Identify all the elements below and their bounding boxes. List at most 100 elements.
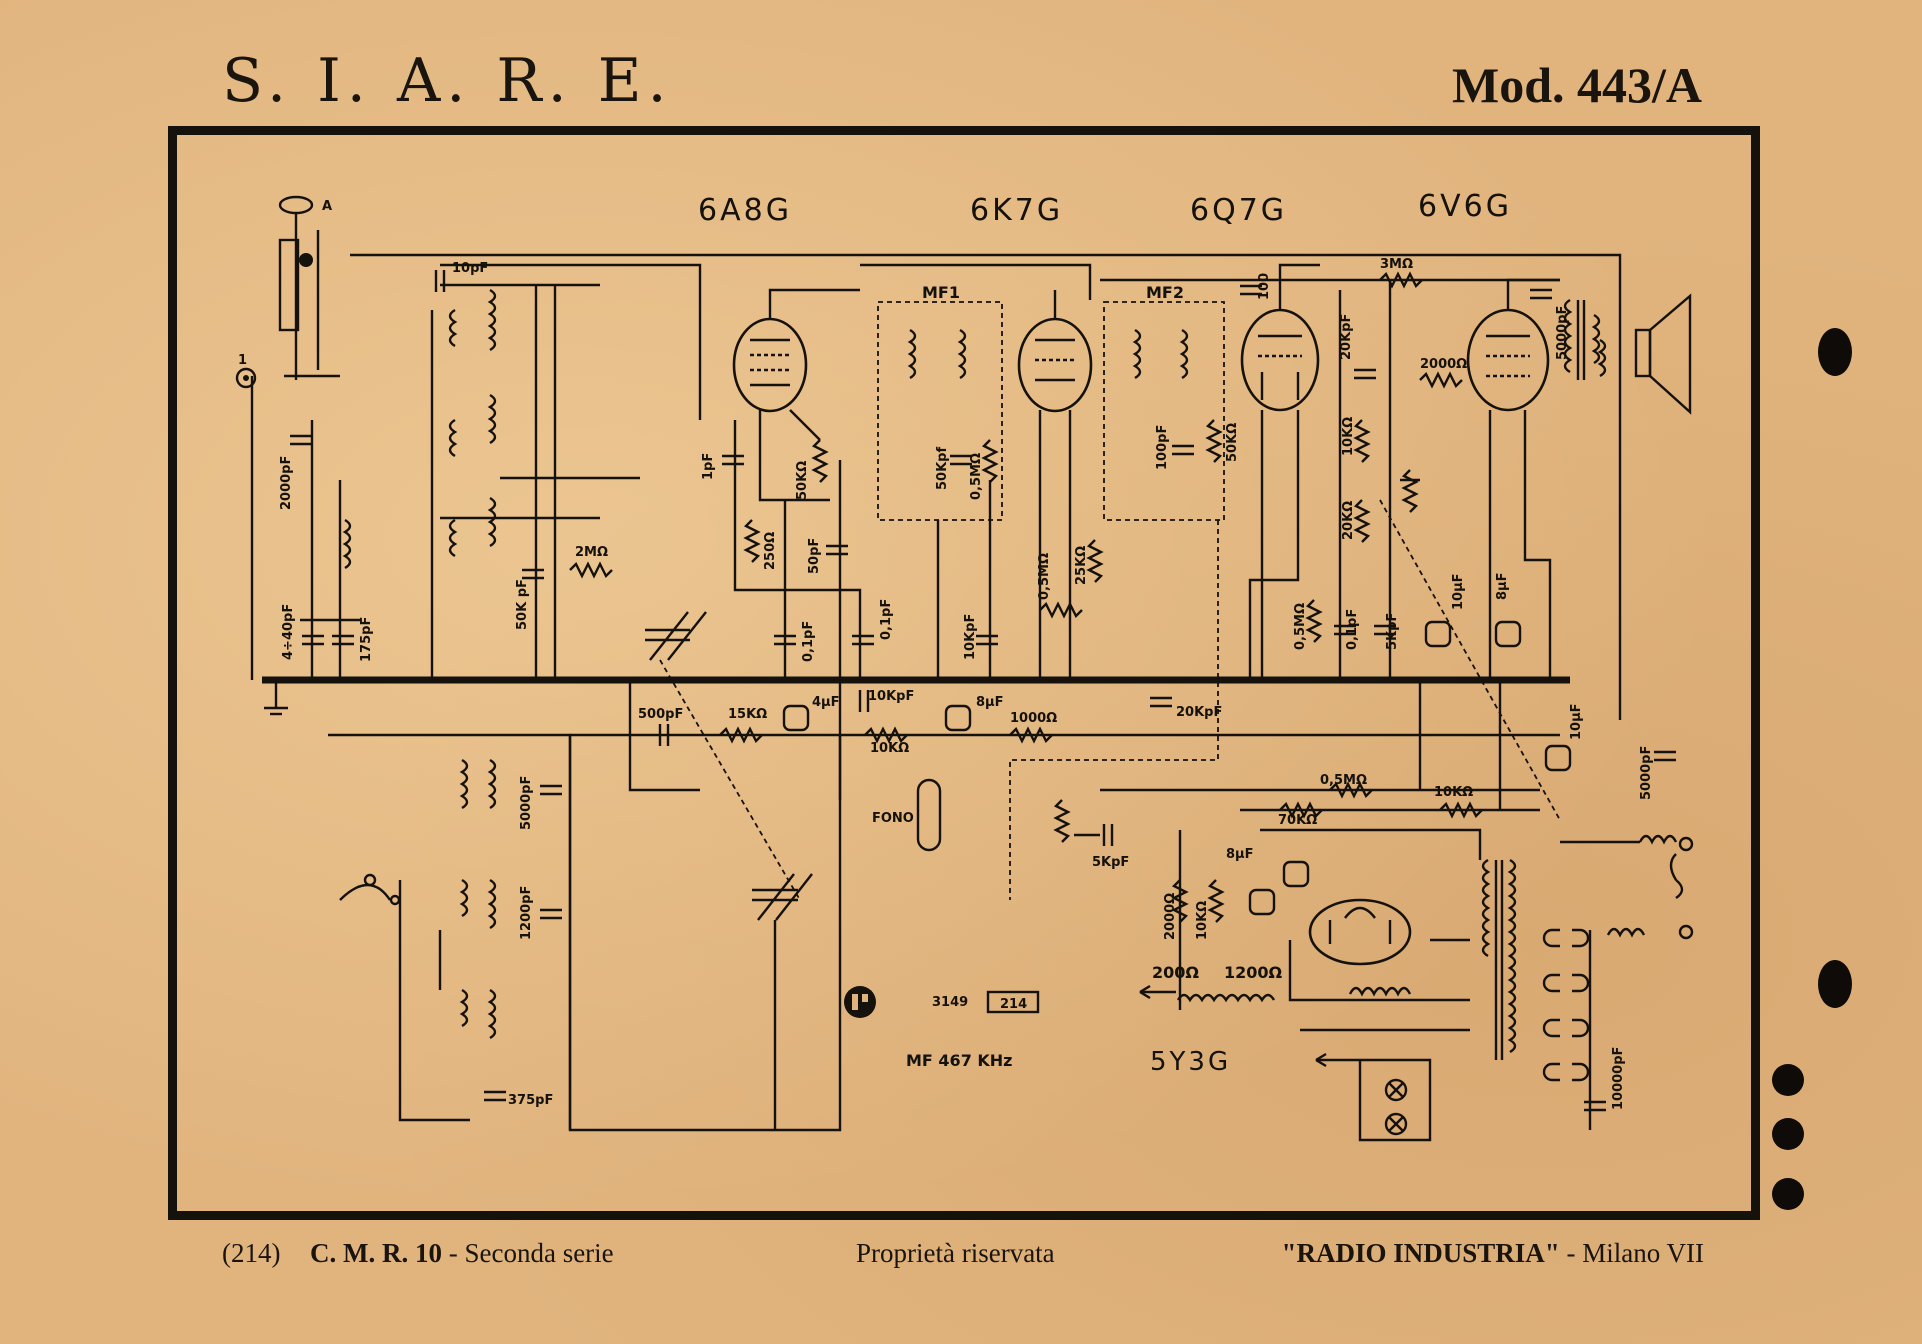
resistor-10k-b: 10KΩ xyxy=(864,726,909,756)
punch-hole-lower xyxy=(1818,960,1852,1008)
capacitor-100: 100 xyxy=(1240,273,1272,300)
resistor-50k: 50KΩ xyxy=(795,439,829,500)
svg-text:4μF: 4μF xyxy=(812,695,840,710)
capacitor-175pf: 175pF xyxy=(332,617,374,662)
svg-text:25KΩ: 25KΩ xyxy=(1074,546,1089,585)
svg-text:50Kpf: 50Kpf xyxy=(935,447,950,490)
capacitor-20kpf: 20KpF xyxy=(1339,314,1376,380)
resistor-20k: 20KΩ xyxy=(1341,499,1371,543)
filter-choke xyxy=(1348,986,1412,997)
code-box xyxy=(986,990,1040,1014)
capacitor-0-1pf-c: 0,1pF xyxy=(1334,609,1360,650)
svg-text:500pF: 500pF xyxy=(638,707,683,722)
capacitor-10pf: 10pF xyxy=(434,261,488,292)
capacitor-10000pf: 10000pF xyxy=(1584,1047,1626,1112)
punch-dot-3 xyxy=(1772,1178,1804,1210)
svg-text:0,1pF: 0,1pF xyxy=(1345,609,1360,650)
svg-text:0,1pF: 0,1pF xyxy=(879,599,894,640)
wire-6k7g xyxy=(1038,290,1072,680)
gang-link-volume xyxy=(1379,499,1561,821)
svg-text:50pF: 50pF xyxy=(807,538,822,574)
resistor-25k: 25KΩ xyxy=(1074,539,1104,585)
resistor-2m: 2MΩ xyxy=(569,545,613,579)
ground-symbol xyxy=(264,680,288,716)
brand-title: S. I. A. R. E. xyxy=(222,46,673,116)
svg-text:175pF: 175pF xyxy=(359,617,374,662)
power-transformer xyxy=(1481,858,1517,1060)
svg-text:3MΩ: 3MΩ xyxy=(1380,257,1413,272)
svg-text:5KpF: 5KpF xyxy=(1385,613,1400,650)
shielded-lead xyxy=(1009,520,1219,900)
capacitor-0-1pf-b: 0,1pF xyxy=(852,599,894,646)
voltage-selector xyxy=(1542,928,1592,1130)
mf2-coil-secondary xyxy=(1179,328,1189,380)
resistor-0-5m-a: 0,5MΩ xyxy=(969,439,999,500)
resistor-10k-d: 10KΩ xyxy=(1195,879,1225,940)
svg-text:0,1pF: 0,1pF xyxy=(801,621,816,662)
capacitor-2000pf: 2000pF xyxy=(279,434,312,510)
output-transformer xyxy=(1563,298,1601,380)
svg-text:1200Ω: 1200Ω xyxy=(1224,963,1283,982)
capacitor-10kpf-b: 10KpF xyxy=(858,689,914,712)
svg-text:10KpF: 10KpF xyxy=(963,614,978,660)
svg-text:0,5MΩ: 0,5MΩ xyxy=(969,453,984,500)
schematic-frame xyxy=(168,126,1760,1220)
svg-text:10KΩ: 10KΩ xyxy=(1434,785,1473,800)
wire-wave-switch xyxy=(398,880,470,1122)
tone-potentiometer xyxy=(1053,799,1100,843)
wire-6q7g-load xyxy=(1338,280,1392,680)
code-3149: 3149 xyxy=(932,995,968,1010)
capacitor-375pf: 375pF xyxy=(484,1090,553,1108)
resistor-2000-b: 2000Ω xyxy=(1163,879,1189,940)
svg-text:100pF: 100pF xyxy=(1155,425,1170,470)
svg-text:8μF: 8μF xyxy=(1226,847,1254,862)
mf2-label: MF2 xyxy=(1146,283,1184,302)
svg-text:4÷40pF: 4÷40pF xyxy=(281,604,296,660)
wire-power-supply xyxy=(1178,828,1482,1032)
tuning-capacitor-upper xyxy=(645,611,707,661)
capacitor-10uf: 10μF xyxy=(1424,573,1466,648)
capacitor-1200pf: 1200pF xyxy=(519,886,562,940)
dial-lamps xyxy=(1315,1052,1432,1142)
wire-6a8g xyxy=(758,288,860,502)
punch-dot-2 xyxy=(1772,1118,1804,1150)
mf2-coil-primary xyxy=(1132,328,1142,380)
wire-mf1-down xyxy=(936,480,992,680)
svg-text:0,5MΩ: 0,5MΩ xyxy=(1037,553,1052,600)
capacitor-50pf: 50pF xyxy=(807,538,848,574)
capacitor-100pf: 100pF xyxy=(1155,425,1194,470)
svg-text:5000pF: 5000pF xyxy=(519,776,534,830)
svg-text:10KpF: 10KpF xyxy=(868,689,914,704)
tube-6a8g xyxy=(732,317,808,413)
capacitor-10kpf-a: 10KpF xyxy=(963,614,998,660)
resistor-0-5m-b: 0,5MΩ xyxy=(1037,553,1083,619)
capacitor-5000pf-b: 5000pF xyxy=(1639,746,1676,800)
svg-text:20KΩ: 20KΩ xyxy=(1341,501,1356,540)
svg-text:2MΩ: 2MΩ xyxy=(575,545,608,560)
svg-text:250Ω: 250Ω xyxy=(763,532,778,570)
resistor-15k: 15KΩ xyxy=(719,707,767,744)
capacitor-1pf: 1pF xyxy=(701,453,744,480)
wire-6v6g xyxy=(1488,278,1560,680)
svg-text:1000Ω: 1000Ω xyxy=(1010,711,1057,726)
manufacturer-logo xyxy=(844,986,876,1018)
wire-lower-loop xyxy=(328,733,842,1132)
antenna-assembly: 1 A xyxy=(235,195,340,680)
b-plus-rail xyxy=(350,253,1622,720)
svg-text:375pF: 375pF xyxy=(508,1093,553,1108)
tube-6k7g xyxy=(1017,317,1093,413)
resistor-70k: 70KΩ xyxy=(1278,801,1323,828)
svg-text:FONO: FONO xyxy=(872,811,914,826)
model-number: Mod. 443/A xyxy=(1452,57,1702,113)
svg-text:100: 100 xyxy=(1257,273,1272,300)
capacitor-5000pf-c: 5000pF xyxy=(519,776,562,830)
resistor-1000: 1000Ω xyxy=(1009,711,1057,744)
svg-text:50K pF: 50K pF xyxy=(515,579,530,630)
svg-text:10μF: 10μF xyxy=(1569,703,1584,740)
wave-switch xyxy=(339,873,401,906)
footer-publisher: "RADIO INDUSTRIA" - Milano VII xyxy=(1281,1238,1704,1268)
svg-text:8μF: 8μF xyxy=(976,695,1004,710)
svg-text:1200pF: 1200pF xyxy=(519,886,534,940)
capacitor-50k-pf: 50K pF xyxy=(515,568,544,630)
gang-link-upper xyxy=(659,659,801,901)
